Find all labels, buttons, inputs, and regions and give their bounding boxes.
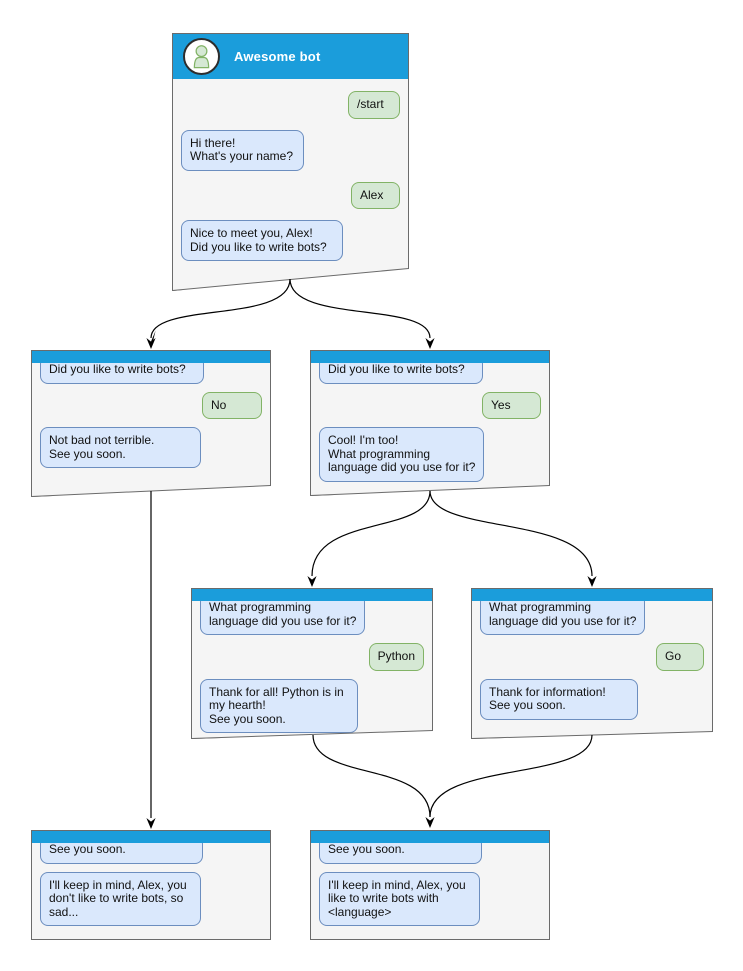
chat-node-yes-branch: Did you like to write bots? Yes Cool! I'…: [310, 350, 550, 496]
message-bubble-user: Go: [656, 643, 704, 671]
chat-node-end-yes: See you soon. I'll keep in mind, Alex, y…: [310, 830, 550, 940]
person-icon: [193, 45, 210, 69]
message-bubble-bot: Not bad not terrible. See you soon.: [40, 427, 201, 468]
chat-header-strip: [472, 589, 712, 601]
chat-header-strip: [32, 831, 270, 843]
edge-yes-to-go: [429, 490, 593, 577]
message-bubble-bot: I'll keep in mind, Alex, you like to wri…: [319, 871, 480, 926]
message-bubble-bot: Cool! I'm too! What programming language…: [319, 427, 485, 482]
chat-header: Awesome bot: [173, 34, 408, 79]
chat-header-strip: [311, 351, 549, 363]
message-bubble-bot: Hi there! What's your name?: [181, 129, 304, 171]
edge-yes-to-python: [311, 490, 431, 577]
message-bubble-user: Python: [368, 643, 424, 671]
message-bubble-user: /start: [348, 91, 400, 119]
message-bubble-user: Alex: [351, 181, 400, 209]
message-bubble-bot: Thank for all! Python is in my hearth! S…: [200, 678, 358, 733]
chat-node-go: What programming language did you use fo…: [471, 588, 713, 739]
message-bubble-bot: Thank for information! See you soon.: [480, 678, 638, 720]
message-bubble-user: Yes: [482, 391, 541, 419]
bot-name: Awesome bot: [234, 49, 321, 64]
message-bubble-user: No: [202, 391, 262, 419]
edge-go-to-end: [429, 734, 593, 818]
chat-node-python: What programming language did you use fo…: [191, 588, 433, 739]
chat-node-start: Awesome bot /start Hi there! What's your…: [172, 33, 409, 291]
chat-node-end-no: See you soon. I'll keep in mind, Alex, y…: [31, 830, 271, 940]
edge-start-to-yes: [289, 278, 431, 339]
bot-avatar: [183, 38, 220, 75]
edge-start-to-no: [150, 278, 291, 339]
message-bubble-bot: Nice to meet you, Alex! Did you like to …: [181, 220, 343, 261]
chat-header-strip: [192, 589, 432, 601]
edge-python-to-end: [312, 734, 431, 818]
chat-header-strip: [32, 351, 270, 363]
chat-node-no-branch: Did you like to write bots? No Not bad n…: [31, 350, 271, 497]
chat-header-strip: [311, 831, 549, 843]
message-bubble-bot: I'll keep in mind, Alex, you don't like …: [40, 871, 201, 926]
